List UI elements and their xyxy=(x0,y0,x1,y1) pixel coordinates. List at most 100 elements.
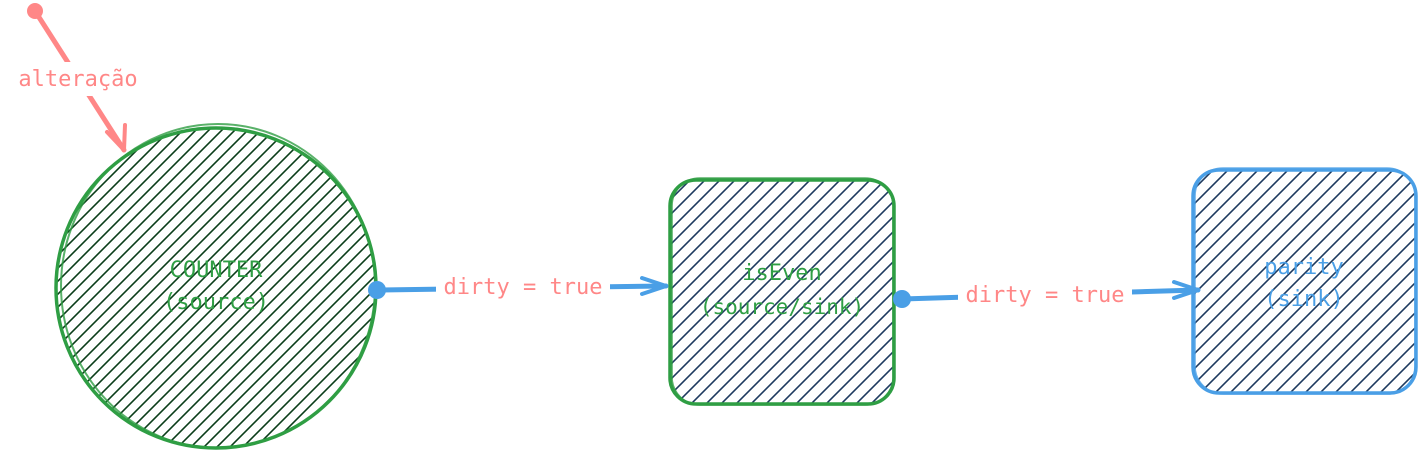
edge-counter-to-is-even: dirty = true xyxy=(368,268,669,304)
hatch-line xyxy=(56,128,220,448)
hatch-line xyxy=(1193,170,1354,393)
hatch-line xyxy=(699,180,894,404)
hatch-line xyxy=(670,180,846,404)
hatch-line xyxy=(216,128,376,448)
hatch-line xyxy=(759,180,894,404)
hatch-line xyxy=(255,128,376,448)
hatch-line xyxy=(177,128,376,448)
hatch-line xyxy=(56,128,103,448)
hatch-line xyxy=(1193,170,1416,393)
parity-hatch xyxy=(1193,165,1426,400)
hatch-line xyxy=(670,180,816,404)
hatch-line xyxy=(56,128,142,448)
hatch-line xyxy=(804,180,894,404)
hatch-line xyxy=(670,180,756,404)
hatch-line xyxy=(229,128,376,448)
hatch-line xyxy=(112,128,376,448)
hatch-line xyxy=(56,128,168,448)
hatch-line xyxy=(1193,170,1414,393)
hatch-line xyxy=(1267,170,1416,393)
hatch-line xyxy=(1193,170,1369,393)
hatch-line xyxy=(670,180,741,404)
hatch-line xyxy=(125,128,376,448)
hatch-line xyxy=(1312,170,1416,393)
hatch-line xyxy=(1193,170,1399,393)
hatch-line xyxy=(714,180,894,404)
hatch-line xyxy=(1193,170,1384,393)
hatch-line xyxy=(1193,170,1324,393)
edge2-label: dirty = true xyxy=(966,283,1125,308)
hatch-line xyxy=(1342,170,1416,393)
hatch-line xyxy=(670,180,876,404)
edge1-label-bg xyxy=(436,268,610,304)
hatch-line xyxy=(789,180,894,404)
hatch-line xyxy=(1237,170,1416,393)
edge2-label-bg xyxy=(958,276,1132,312)
hatch-line xyxy=(834,180,894,404)
edge2-arrow-head xyxy=(1172,280,1200,300)
edge-is-even-to-parity: dirty = true xyxy=(893,276,1201,312)
hatch-line xyxy=(670,180,891,404)
hatch-line xyxy=(56,128,272,448)
change-arrow-start-dot xyxy=(27,3,43,19)
hatch-line xyxy=(0,120,50,459)
hatch-line xyxy=(633,120,973,459)
is-even-role: (source/sink) xyxy=(700,295,864,319)
hatch-line xyxy=(1418,165,1426,400)
change-label-bg xyxy=(8,62,150,96)
hatch-line xyxy=(56,128,207,448)
hatch-line xyxy=(56,128,155,448)
hatch-line xyxy=(56,128,259,448)
hatch-line xyxy=(56,128,337,448)
hatch-line xyxy=(1193,170,1339,393)
hatch-line xyxy=(1327,170,1416,393)
hatch-line xyxy=(1252,170,1416,393)
hatch-line xyxy=(1357,170,1416,393)
hatch-line xyxy=(819,180,894,404)
parity-node[interactable]: parity (sink) xyxy=(953,165,1426,400)
hatch-line xyxy=(56,128,298,448)
edge2-start-dot xyxy=(893,290,911,308)
hatch-line xyxy=(670,180,831,404)
change-arrow-head xyxy=(105,123,127,152)
hatch-line xyxy=(568,120,908,459)
hatch-line xyxy=(151,128,376,448)
hatch-line xyxy=(659,120,999,459)
parity-name: parity xyxy=(1264,255,1343,280)
hatch-line xyxy=(670,180,894,404)
hatch-line xyxy=(1372,170,1416,393)
hatch-line xyxy=(670,180,801,404)
is-even-node[interactable]: isEven (source/sink) xyxy=(430,175,1355,410)
hatch-line xyxy=(138,128,376,448)
hatch-line xyxy=(1193,170,1249,393)
counter-name: COUNTER xyxy=(170,258,263,283)
hatch-line xyxy=(849,180,894,404)
hatch-line xyxy=(594,120,934,459)
edge1-start-dot xyxy=(368,281,386,299)
hatch-line xyxy=(670,180,726,404)
change-label: alteração xyxy=(18,67,137,92)
edge1-arrow-head xyxy=(640,276,668,296)
hatch-line xyxy=(242,128,376,448)
is-even-hatch xyxy=(670,180,894,404)
hatch-line xyxy=(744,180,894,404)
hatch-line xyxy=(729,180,894,404)
hatch-line xyxy=(1193,170,1264,393)
hatch-line xyxy=(1282,170,1416,393)
hatch-line xyxy=(56,128,194,448)
hatch-line xyxy=(670,180,861,404)
hatch-line xyxy=(164,128,376,448)
hatch-line xyxy=(670,180,786,404)
is-even-name: isEven xyxy=(742,261,821,286)
hatch-line xyxy=(190,128,376,448)
hatch-line xyxy=(684,180,894,404)
hatch-line xyxy=(1193,170,1279,393)
hatch-line xyxy=(56,128,324,448)
hatch-line xyxy=(56,128,285,448)
counter-role: (source) xyxy=(163,290,269,315)
hatch-line xyxy=(1193,170,1309,393)
hatch-line xyxy=(99,128,376,448)
hatch-line xyxy=(1207,170,1416,393)
change-arrow: alteração xyxy=(8,3,150,153)
